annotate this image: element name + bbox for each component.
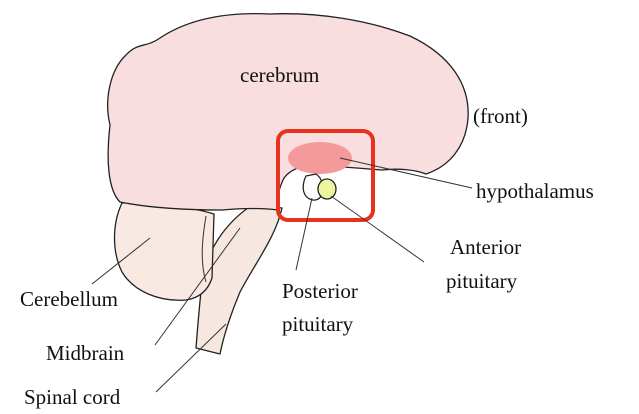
spinal-cord-label: Spinal cord [24, 385, 121, 409]
cerebellum-label: Cerebellum [20, 287, 118, 311]
anterior-pituitary-label-line2: pituitary [446, 269, 518, 293]
front-label: (front) [473, 104, 528, 128]
posterior-pituitary-label-line1: Posterior [282, 279, 358, 303]
cerebellum-shape [115, 203, 215, 300]
posterior-pituitary-leader [296, 198, 312, 270]
midbrain-label: Midbrain [46, 341, 125, 365]
anterior-pituitary-shape [318, 179, 336, 199]
spinal-cord-leader [156, 324, 226, 392]
hypothalamus-label: hypothalamus [476, 179, 594, 203]
cerebrum-label: cerebrum [240, 63, 319, 87]
posterior-pituitary-label-line2: pituitary [282, 312, 354, 336]
anterior-pituitary-leader [331, 196, 424, 262]
cerebrum-shape [108, 14, 468, 210]
anterior-pituitary-label-line1: Anterior [450, 235, 521, 259]
hypothalamus-shape [288, 142, 352, 174]
